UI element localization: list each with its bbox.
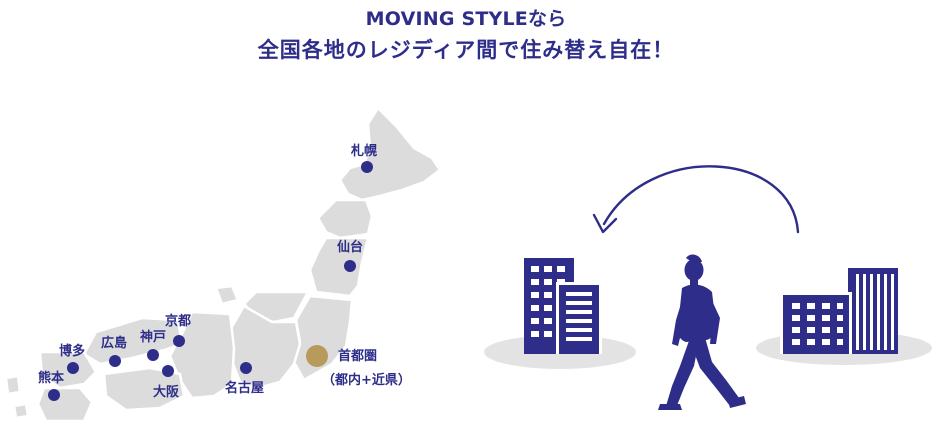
map-region-hokkaido	[338, 106, 442, 202]
map-region-tohoku-north	[316, 198, 374, 240]
city-dot-sendai	[344, 260, 356, 272]
city-label-sendai: 仙台	[337, 239, 363, 255]
city-sublabel-shutoken: （都内+近県）	[322, 372, 411, 388]
walking-person-icon	[658, 254, 746, 410]
japan-map	[4, 106, 442, 421]
city-dot-hiroshima	[109, 355, 121, 367]
city-dot-hakata	[67, 362, 79, 374]
map-region-shikoku	[102, 366, 186, 412]
map-region-island	[12, 402, 30, 420]
city-label-hakata: 博多	[59, 343, 85, 359]
city-dot-shutoken	[306, 345, 328, 367]
city-label-nagoya: 名古屋	[225, 380, 264, 396]
city-dot-kobe	[147, 349, 159, 361]
city-dot-nagoya	[240, 362, 252, 374]
city-label-hiroshima: 広島	[101, 335, 127, 351]
city-dot-kumamoto	[48, 389, 60, 401]
return-arrow-icon	[592, 165, 800, 234]
city-label-osaka: 大阪	[153, 384, 180, 400]
city-dot-sapporo	[361, 161, 373, 173]
heading-line2: 全国各地のレジディア間で住み替え自在！	[257, 38, 675, 62]
city-labels: 札幌 仙台 首都圏 （都内+近県） 名古屋 京都 神戸 大阪 広島 博多 熊本	[38, 143, 411, 400]
building-icon	[524, 258, 602, 354]
city-dot-kyoto	[173, 335, 185, 347]
map-region-island	[4, 374, 22, 396]
city-label-sapporo: 札幌	[350, 143, 377, 159]
map-region-kyushu-south	[36, 386, 94, 421]
map-region-chugoku	[82, 316, 184, 366]
city-label-kumamoto: 熊本	[38, 370, 64, 386]
map-region-island	[214, 284, 240, 306]
city-label-kobe: 神戸	[140, 329, 166, 345]
city-dot-osaka	[162, 365, 174, 377]
city-label-shutoken: 首都圏	[338, 348, 377, 364]
heading-line1: MOVING STYLEなら	[365, 8, 567, 30]
city-label-kyoto: 京都	[165, 313, 191, 329]
building-icon	[780, 268, 898, 354]
city-markers	[48, 161, 373, 401]
map-region-kanto	[292, 294, 354, 382]
map-region-tohoku-south	[308, 236, 370, 298]
